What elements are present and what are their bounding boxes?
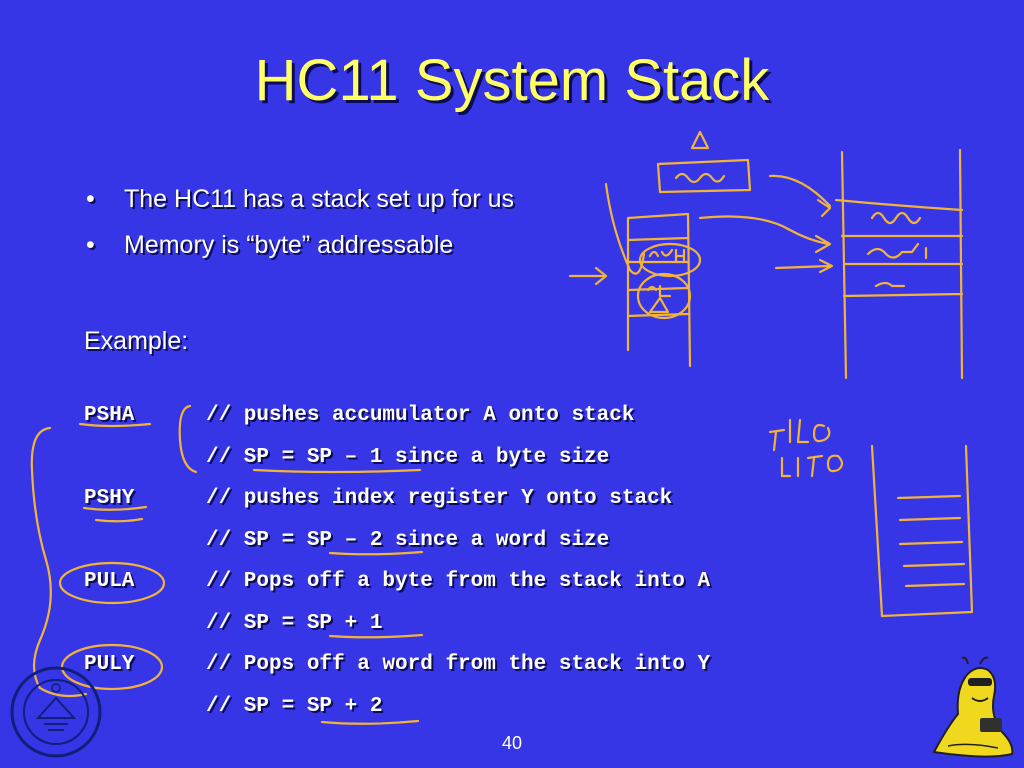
- underline-sp-minus-1: [252, 468, 422, 474]
- underline-sp-plus-2: [320, 719, 420, 725]
- comment-bracket: [178, 404, 198, 474]
- left-stack: [626, 212, 692, 368]
- arrow-to-right-stack: [698, 215, 830, 246]
- lower-stack: [870, 444, 974, 618]
- left-brace: [30, 426, 88, 698]
- top-box-scribble: [674, 172, 726, 184]
- arrow-row-1: [768, 174, 832, 218]
- arrow-into-stack: [568, 266, 608, 286]
- right-stack-scribble-3: [874, 281, 906, 288]
- arrow-up-mark: [690, 130, 710, 150]
- example-label: Example:: [84, 327, 189, 355]
- curve-from-box: [604, 182, 646, 275]
- stack-label-yl: [646, 284, 672, 298]
- stack-triangle: [648, 296, 670, 314]
- bullet-item: The HC11 has a stack set up for us: [84, 184, 514, 214]
- right-stack: [834, 148, 964, 380]
- right-stack-scribble-2: [866, 242, 928, 260]
- lifo-text: [780, 454, 844, 478]
- page-number: 40: [501, 733, 523, 753]
- underline-pshy: [82, 505, 148, 511]
- filo-text: [768, 418, 831, 452]
- top-box: [656, 158, 752, 194]
- arrow-head-right-stack: [814, 234, 832, 254]
- stack-circle-l: [636, 272, 692, 320]
- stack-circle-h: [638, 242, 702, 278]
- lower-stack-lines: [896, 494, 966, 588]
- circle-pula: [58, 561, 166, 605]
- university-seal-icon: [10, 666, 102, 758]
- underline-psha: [78, 422, 152, 428]
- bullet-list: The HC11 has a stack set up for us Memor…: [84, 184, 514, 276]
- arrow-row-2: [774, 258, 834, 274]
- slide-title: HC11 System Stack: [254, 48, 770, 113]
- right-stack-scribble-1: [870, 211, 922, 225]
- underline-sp-minus-2: [328, 550, 424, 556]
- underline-pshy-2: [94, 517, 144, 523]
- stack-label-yh: [648, 248, 686, 264]
- slug-mascot-icon: [932, 656, 1014, 758]
- bullet-item: Memory is “byte” addressable: [84, 230, 514, 260]
- underline-sp-plus-1: [328, 633, 424, 639]
